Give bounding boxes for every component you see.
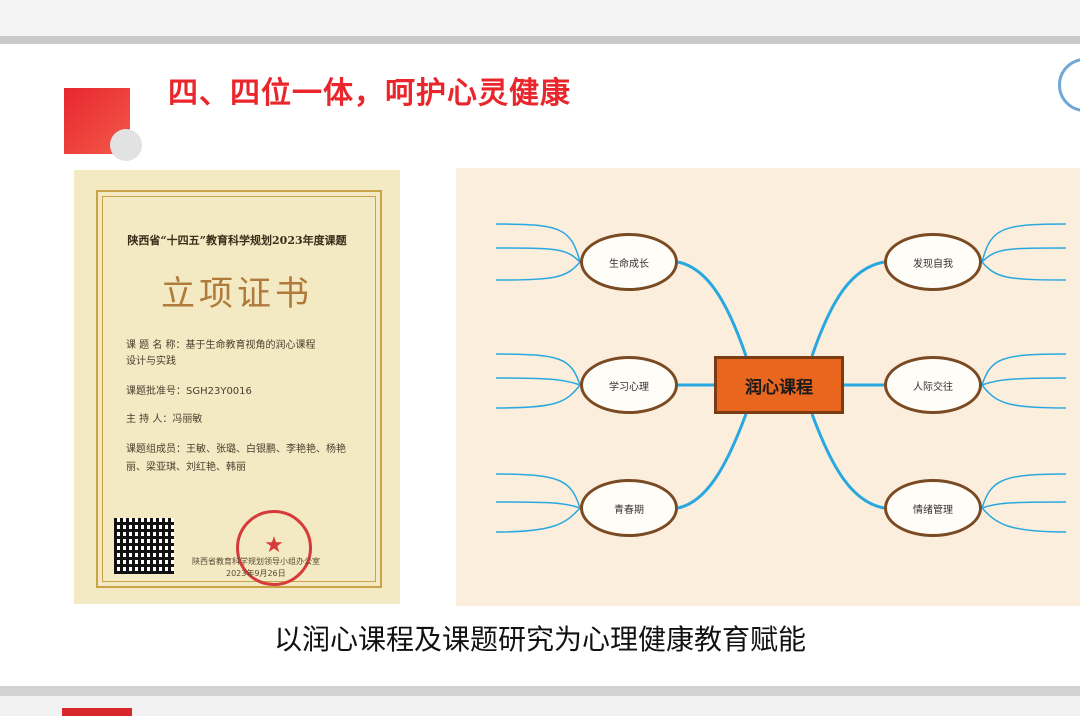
certificate-line: 设计与实践 — [126, 356, 176, 367]
next-slide-red-decoration — [62, 708, 132, 716]
mind-map-node: 学习心理 — [580, 356, 678, 414]
branch-line — [677, 260, 748, 357]
branch-line — [810, 413, 885, 510]
school-logo-icon — [1058, 58, 1080, 112]
mind-map: 润心课程 生命成长 学习心理 青春期 发现自我 人际交往 情绪管理 — [456, 168, 1080, 606]
top-bar — [0, 0, 1080, 36]
qr-code-icon — [114, 518, 174, 574]
bottom-bar — [0, 696, 1080, 716]
branch-line — [810, 260, 885, 357]
certificate-line: 课 题 名 称：基于生命教育视角的润心课程 — [126, 340, 316, 351]
certificate-line: 丽、梁亚琪、刘红艳、韩丽 — [126, 462, 246, 473]
mind-map-node: 生命成长 — [580, 233, 678, 291]
certificate-title: 立项证书 — [161, 274, 313, 314]
bottom-divider — [0, 686, 1080, 696]
top-divider — [0, 36, 1080, 44]
mind-map-node: 青春期 — [580, 479, 678, 537]
mind-map-connectors — [495, 223, 1067, 533]
certificate-line: 主 持 人：冯丽敏 — [126, 414, 203, 425]
certificate-image: 陕西省“十四五”教育科学规划2023年度课题 立项证书 课 题 名 称：基于生命… — [74, 170, 400, 604]
mind-map-node: 发现自我 — [884, 233, 982, 291]
certificate-border — [96, 190, 382, 588]
mind-map-node: 情绪管理 — [884, 479, 982, 537]
slide: 四、四位一体，呵护心灵健康 陕西省“十四五”教育科学规划2023年度课题 立项证… — [0, 44, 1080, 686]
mind-map-center: 润心课程 — [714, 356, 844, 414]
mind-map-node: 人际交往 — [884, 356, 982, 414]
official-stamp-icon: ★ — [236, 510, 312, 586]
slide-title: 四、四位一体，呵护心灵健康 — [168, 76, 571, 111]
certificate-line: 课题批准号：SGH23Y0016 — [126, 386, 252, 397]
slide-caption: 以润心课程及课题研究为心理健康教育赋能 — [273, 623, 806, 656]
certificate-line: 课题组成员：王敏、张璐、白银鹏、李艳艳、杨艳 — [126, 444, 346, 455]
branch-line — [677, 413, 748, 510]
certificate-issuer: 陕西省教育科学规划领导小组办公室 — [192, 557, 320, 566]
grey-circle-decoration — [110, 129, 142, 161]
certificate-date: 2023年9月26日 — [226, 569, 286, 578]
certificate-heading: 陕西省“十四五”教育科学规划2023年度课题 — [127, 234, 347, 247]
